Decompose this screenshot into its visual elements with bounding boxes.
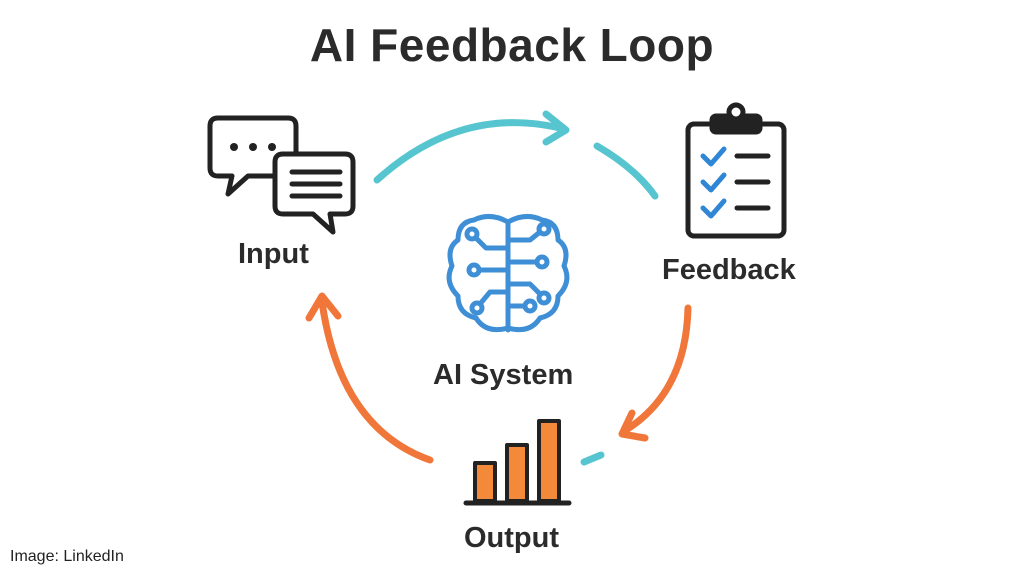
arrow-tail-feedback [593, 142, 659, 200]
arrow-feedback-to-output [618, 304, 692, 442]
brain-circuit-icon [446, 214, 570, 333]
input-label: Input [238, 238, 309, 270]
bar-chart-icon [463, 419, 572, 506]
image-credit: Image: LinkedIn [10, 548, 124, 565]
diagram-title: AI Feedback Loop [309, 19, 715, 71]
arrow-input-to-feedback [373, 110, 570, 184]
arrow-output-to-input [305, 292, 434, 464]
arrow-tail-output [580, 451, 605, 466]
chat-bubbles-icon [207, 115, 356, 235]
ai-system-label: AI System [433, 359, 574, 391]
clipboard-checklist-icon [685, 102, 787, 239]
output-label: Output [464, 522, 560, 554]
feedback-label: Feedback [662, 254, 796, 286]
